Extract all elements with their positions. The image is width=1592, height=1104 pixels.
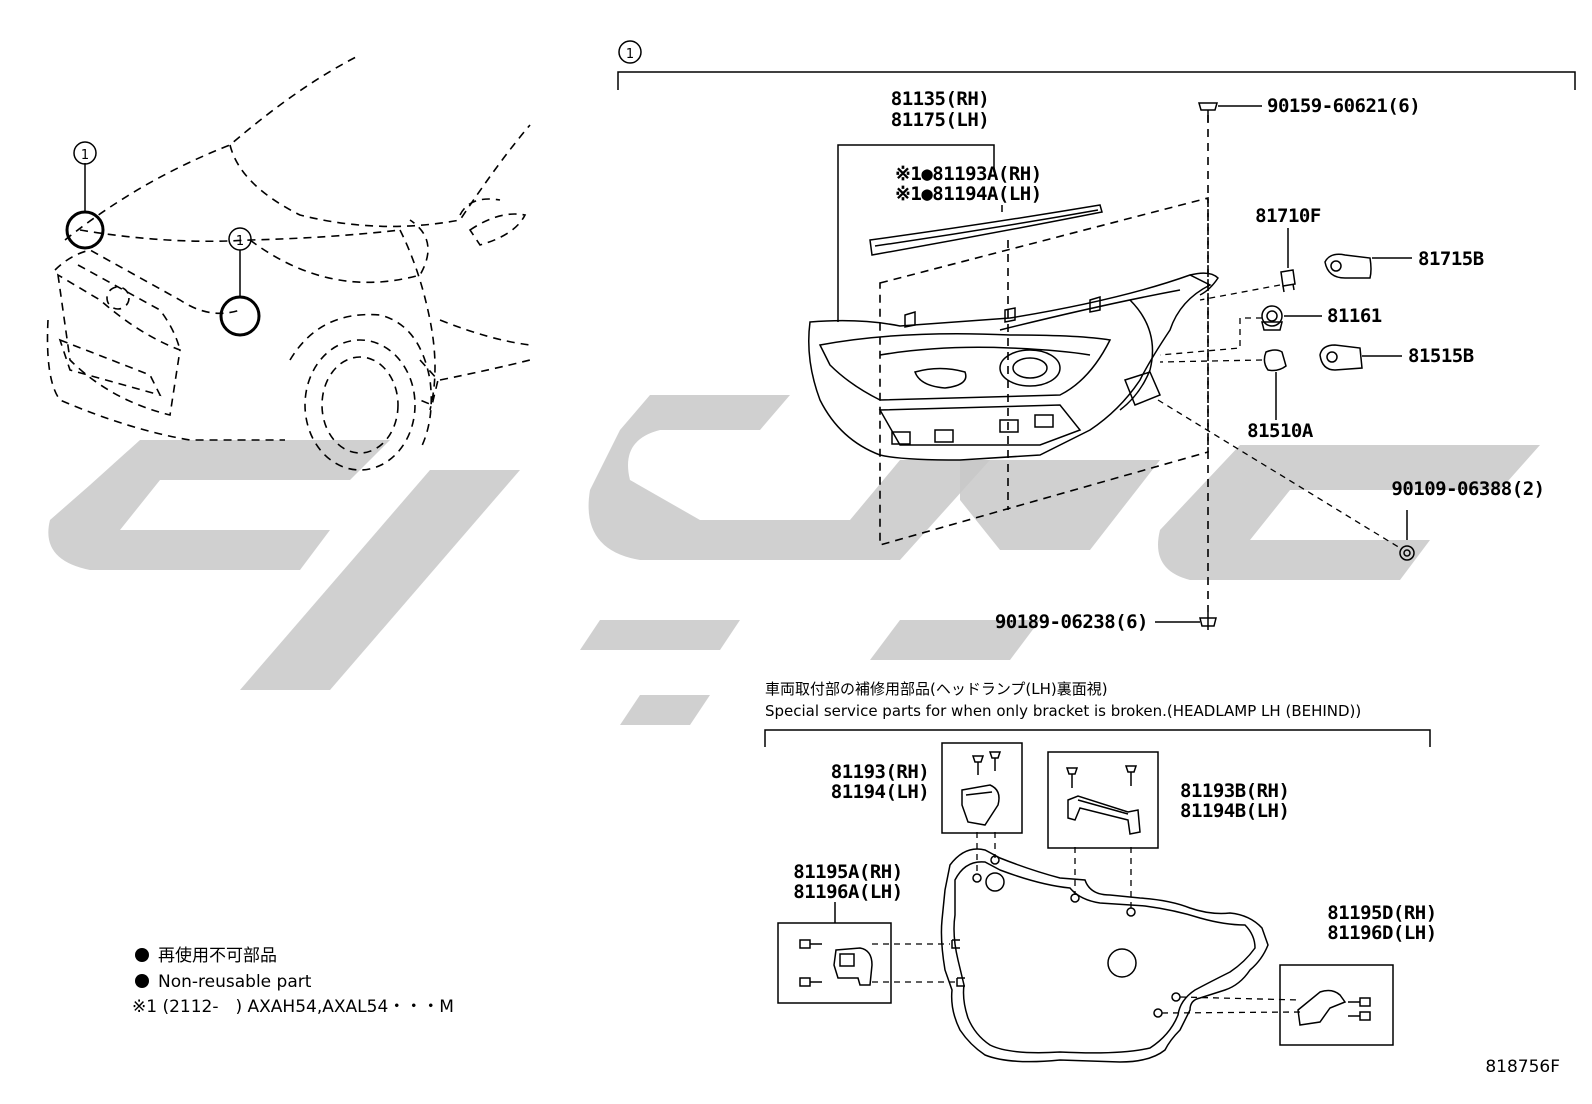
- part-number-screw-top[interactable]: 90159-60621(6): [1267, 95, 1421, 117]
- part-number-bracket-a-rh[interactable]: 81193(RH): [831, 761, 930, 783]
- bracket-b[interactable]: [1065, 765, 1141, 835]
- bracket-b-box: [1047, 751, 1159, 849]
- bulb-81710f[interactable]: [1280, 269, 1296, 293]
- part-number-bracket-c-rh[interactable]: 81195A(RH): [793, 861, 903, 883]
- part-number-bracket-a-lh[interactable]: 81194(LH): [831, 781, 930, 803]
- part-number-headlamp-rh[interactable]: 81135(RH): [891, 88, 990, 110]
- part-number-screw-bottom[interactable]: 90189-06238(6): [995, 611, 1149, 633]
- legend-jp: 再使用不可部品: [158, 945, 277, 966]
- vehicle-front-sketch: 1 1: [46, 54, 531, 471]
- headlamp-location-rh[interactable]: [65, 210, 105, 250]
- part-number-81515b[interactable]: 81515B: [1408, 345, 1474, 367]
- part-number-bracket-d-lh[interactable]: 81196D(LH): [1327, 922, 1437, 944]
- part-number-cover-lh[interactable]: ※1●81194A(LH): [895, 183, 1042, 205]
- part-number-bracket-b-lh[interactable]: 81194B(LH): [1180, 800, 1290, 822]
- part-number-81715b[interactable]: 81715B: [1418, 248, 1484, 270]
- screw-side[interactable]: [1399, 545, 1415, 561]
- part-number-bracket-d-rh[interactable]: 81195D(RH): [1327, 902, 1437, 924]
- part-number-bracket-c-lh[interactable]: 81196A(LH): [793, 881, 903, 903]
- part-number-headlamp-lh[interactable]: 81175(LH): [891, 109, 990, 131]
- bulb-81510a[interactable]: [1263, 349, 1287, 372]
- service-title-jp: 車両取付部の補修用部品(ヘッドランプ(LH)裏面視): [765, 680, 1108, 698]
- watermark-logo: [48, 395, 1540, 725]
- socket-81515b[interactable]: [1319, 344, 1363, 371]
- legend-note: ※1 (2112- ) AXAH54,AXAL54・・・M: [132, 997, 454, 1017]
- headlamp-housing-back[interactable]: [940, 848, 1269, 1063]
- non-reusable-bullet-icon: [135, 974, 149, 988]
- callout-marker-rh: [73, 141, 97, 165]
- bracket-c[interactable]: [799, 939, 873, 987]
- bracket-d-box: [1279, 964, 1394, 1046]
- headlamp-location-lh[interactable]: [219, 295, 261, 337]
- screw-top[interactable]: [1198, 102, 1218, 122]
- headlamp-cover-strip[interactable]: [869, 204, 1103, 256]
- assembly-bracket: 1: [617, 40, 1576, 90]
- bracket-d[interactable]: [1297, 989, 1371, 1026]
- part-number-81710f[interactable]: 81710F: [1255, 205, 1321, 227]
- non-reusable-bullet-icon: [135, 948, 149, 962]
- legend: 再使用不可部品 Non-reusable part ※1 (2112- ) AX…: [132, 945, 454, 1017]
- part-number-bracket-b-rh[interactable]: 81193B(RH): [1180, 780, 1290, 802]
- callout-marker-text: 1: [81, 148, 89, 163]
- callout-marker-lh: [228, 227, 252, 251]
- bracket-c-box: [777, 922, 892, 1004]
- bulb-81161[interactable]: [1261, 305, 1283, 331]
- part-number-screw-side[interactable]: 90109-06388(2): [1391, 478, 1545, 500]
- screw-bottom[interactable]: [1199, 612, 1217, 630]
- bracket-a[interactable]: [961, 751, 1002, 826]
- service-parts-section: 車両取付部の補修用部品(ヘッドランプ(LH)裏面視) Special servi…: [764, 680, 1437, 1063]
- part-number-cover-rh[interactable]: ※1●81193A(RH): [895, 163, 1042, 185]
- legend-en: Non-reusable part: [158, 972, 312, 992]
- part-number-81161[interactable]: 81161: [1327, 305, 1382, 327]
- headlamp-body[interactable]: [808, 272, 1219, 461]
- bracket-a-box: [941, 742, 1023, 834]
- callout-marker-text: 1: [236, 234, 244, 249]
- socket-81715b[interactable]: [1324, 253, 1372, 279]
- headlamp-assembly: 81135(RH) 81175(LH) ※1●81193A(RH) ※1●811…: [808, 88, 1545, 633]
- service-title-en: Special service parts for when only brac…: [765, 702, 1361, 720]
- drawing-number: 818756F: [1485, 1057, 1560, 1077]
- assembly-callout-marker: 1: [626, 47, 634, 62]
- part-number-81510a[interactable]: 81510A: [1247, 420, 1314, 442]
